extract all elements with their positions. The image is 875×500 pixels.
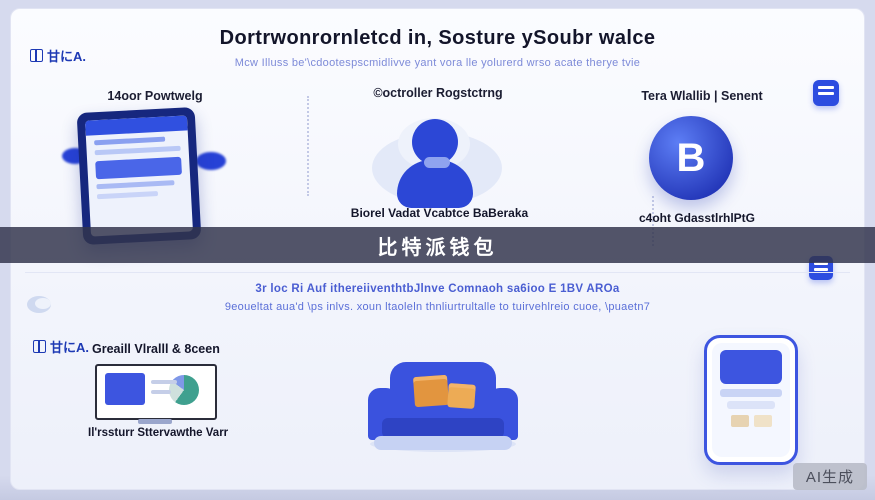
chip — [753, 415, 772, 427]
bottom-section-label: Greaill Vlralll & 8ceen — [92, 342, 220, 356]
sofa-base — [374, 436, 512, 450]
monitor-bar — [151, 390, 171, 394]
screen-bar — [94, 136, 166, 146]
icon-line — [814, 268, 829, 271]
screen-bar — [96, 180, 175, 190]
grid-icon — [30, 49, 43, 62]
brand-text: 甘にA. — [47, 49, 87, 64]
bottom-section-caption: Il'rssturr Sttervawthe Varr — [88, 427, 229, 439]
dotted-separator — [307, 96, 309, 196]
monitor-illustration — [95, 364, 217, 420]
screen-bar — [720, 389, 782, 397]
phone-illustration — [704, 335, 798, 465]
monitor-panel — [105, 373, 145, 405]
mid-text-line-2: 9eoueltat aua'd \ps inlvs. xoun ltaoleln… — [224, 301, 651, 313]
feature-label-controller: ©octroller Rogstctrng — [373, 86, 503, 100]
brand-mark-top: 甘にA. — [30, 46, 86, 65]
screen-bar — [96, 191, 159, 200]
feature-caption-tera-wallet: c4oht GdasstlrhlPtG — [638, 211, 756, 225]
mid-text-line-1: 3r loc Ri Auf ithereiiventhtbJlnve Comna… — [255, 283, 620, 295]
screen-block — [720, 350, 782, 384]
monitor-bar — [151, 380, 177, 384]
horizontal-divider — [25, 272, 850, 273]
page-title: Dortrwonrornletcd in, Sosture ySoubr wal… — [219, 27, 656, 49]
brand-text: 甘にA. — [50, 340, 90, 355]
orange-box — [412, 374, 450, 408]
feature-caption-controller: Biorel Vadat Vcabtce BaBeraka — [350, 206, 529, 220]
blue-blob — [196, 152, 226, 170]
phone-screen — [712, 343, 790, 457]
feature-label-tera-wallet: Tera Wlallib | Senent — [641, 89, 763, 103]
person-body — [397, 160, 473, 208]
document-icon[interactable] — [813, 80, 839, 106]
sofa-seat — [382, 418, 504, 438]
person-scarf — [424, 157, 450, 168]
icon-line — [818, 92, 834, 95]
grid-icon — [33, 340, 46, 353]
tablet-screen — [85, 115, 193, 237]
screen-block — [95, 156, 182, 180]
dotted-separator — [652, 196, 654, 246]
screen-header-bar — [85, 115, 188, 136]
title-banner: 比特派钱包 — [0, 227, 875, 263]
ai-generated-watermark: AI生成 — [792, 463, 867, 490]
banner-text: 比特派钱包 — [377, 236, 498, 259]
coin-badge: B — [649, 116, 733, 200]
orange-box — [447, 383, 476, 409]
page-subtitle: Mcw Illuss be'\cdootespscmidlivve yant v… — [234, 57, 641, 69]
icon-line — [814, 262, 828, 265]
screen-chips — [712, 415, 790, 427]
feature-label-wallet: 14oor Powtwelg — [107, 89, 203, 103]
monitor-stand — [138, 419, 172, 424]
coin-letter: B — [676, 136, 706, 180]
moon-icon — [27, 296, 51, 313]
screen-bar — [727, 401, 775, 409]
sofa-illustration — [368, 356, 518, 454]
tablet-illustration — [76, 107, 202, 245]
chip — [730, 415, 749, 427]
icon-line — [818, 86, 834, 89]
screen-bar — [94, 145, 181, 156]
brand-mark-bottom: 甘にA. — [33, 337, 89, 356]
